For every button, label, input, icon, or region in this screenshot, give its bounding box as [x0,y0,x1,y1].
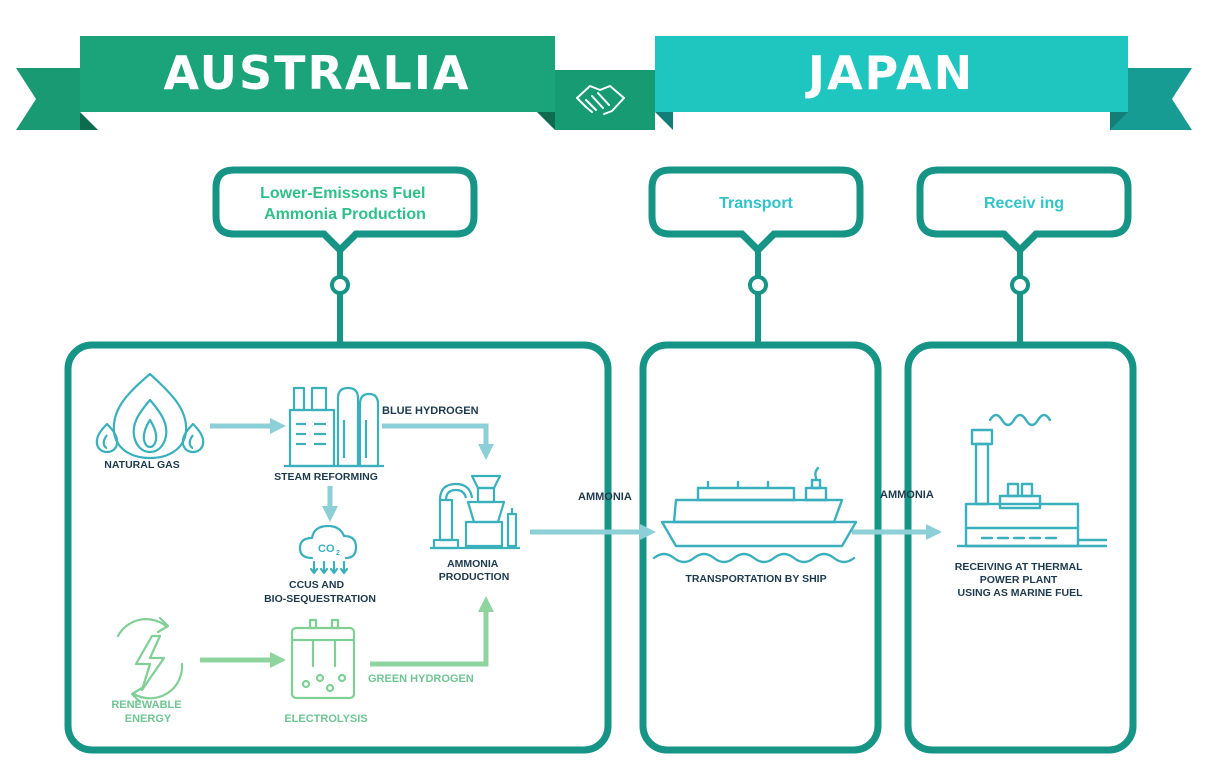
electrolysis-icon [290,618,356,700]
stage-title-transport: Transport [719,195,793,212]
arrow-ammonia-to-ship [530,524,656,540]
electrolysis-label: ELECTROLYSIS [284,713,367,725]
production-frame [64,341,612,754]
ccus-label: CCUS AND BIO-SEQUESTRATION [264,579,376,605]
power-plant-label: RECEIVING AT THERMAL POWER PLANT USING A… [955,561,1085,599]
power-plant-icon [956,413,1108,548]
stage-connector-transport [748,250,768,345]
renewable-energy-label: RENEWABLE ENERGY [111,699,184,725]
japan-banner: JAPAN [655,36,1192,130]
ship-icon [652,466,858,564]
stage-title-production: Lower-Emissons Fuel Ammonia Production [260,185,430,223]
handshake-icon [576,85,625,115]
arrow-renewable-to-electrolysis [200,652,286,668]
arrow-ammonia-to-plant [852,524,942,540]
stage-bubble-production: Lower-Emissons Fuel Ammonia Production [212,166,478,255]
stage-title-receiving: Receiv ing [984,195,1064,212]
stage-connector-receiving [1010,250,1030,345]
blue-hydrogen-label: BLUE HYDROGEN [382,405,479,417]
arrow-gas-to-reforming [210,418,286,434]
transport-frame [639,341,882,754]
renewable-bolt-icon [116,616,184,704]
arrow-blue-hydrogen [382,423,494,460]
australia-title: AUSTRALIA [163,46,470,100]
green-hydrogen-label: GREEN HYDROGEN [368,673,474,685]
co2-formula-sub: 2 [336,550,340,557]
co2-cloud-icon: CO 2 [298,524,358,575]
natural-gas-label: NATURAL GAS [104,459,179,471]
arrow-reforming-to-ccus [322,486,338,522]
handshake-connector [555,70,655,130]
flame-icon [95,372,205,460]
ship-label: TRANSPORTATION BY SHIP [685,573,826,585]
stage-bubble-transport: Transport [648,166,864,255]
refinery-icon [284,386,384,468]
japan-title: JAPAN [805,46,974,100]
australia-banner: AUSTRALIA [16,36,555,130]
ammonia-flow-label-2: AMMONIA [880,489,934,501]
ammonia-production-label: AMMONIA PRODUCTION [439,558,510,583]
arrow-green-hydrogen [370,596,494,667]
ammonia-flow-label-1: AMMONIA [578,491,632,503]
steam-reforming-label: STEAM REFORMING [274,471,378,483]
co2-formula: CO [318,543,335,555]
stage-bubble-receiving: Receiv ing [916,166,1132,255]
receiving-frame [904,341,1137,754]
ammonia-plant-icon [430,474,520,550]
stage-connector-production [330,250,350,345]
